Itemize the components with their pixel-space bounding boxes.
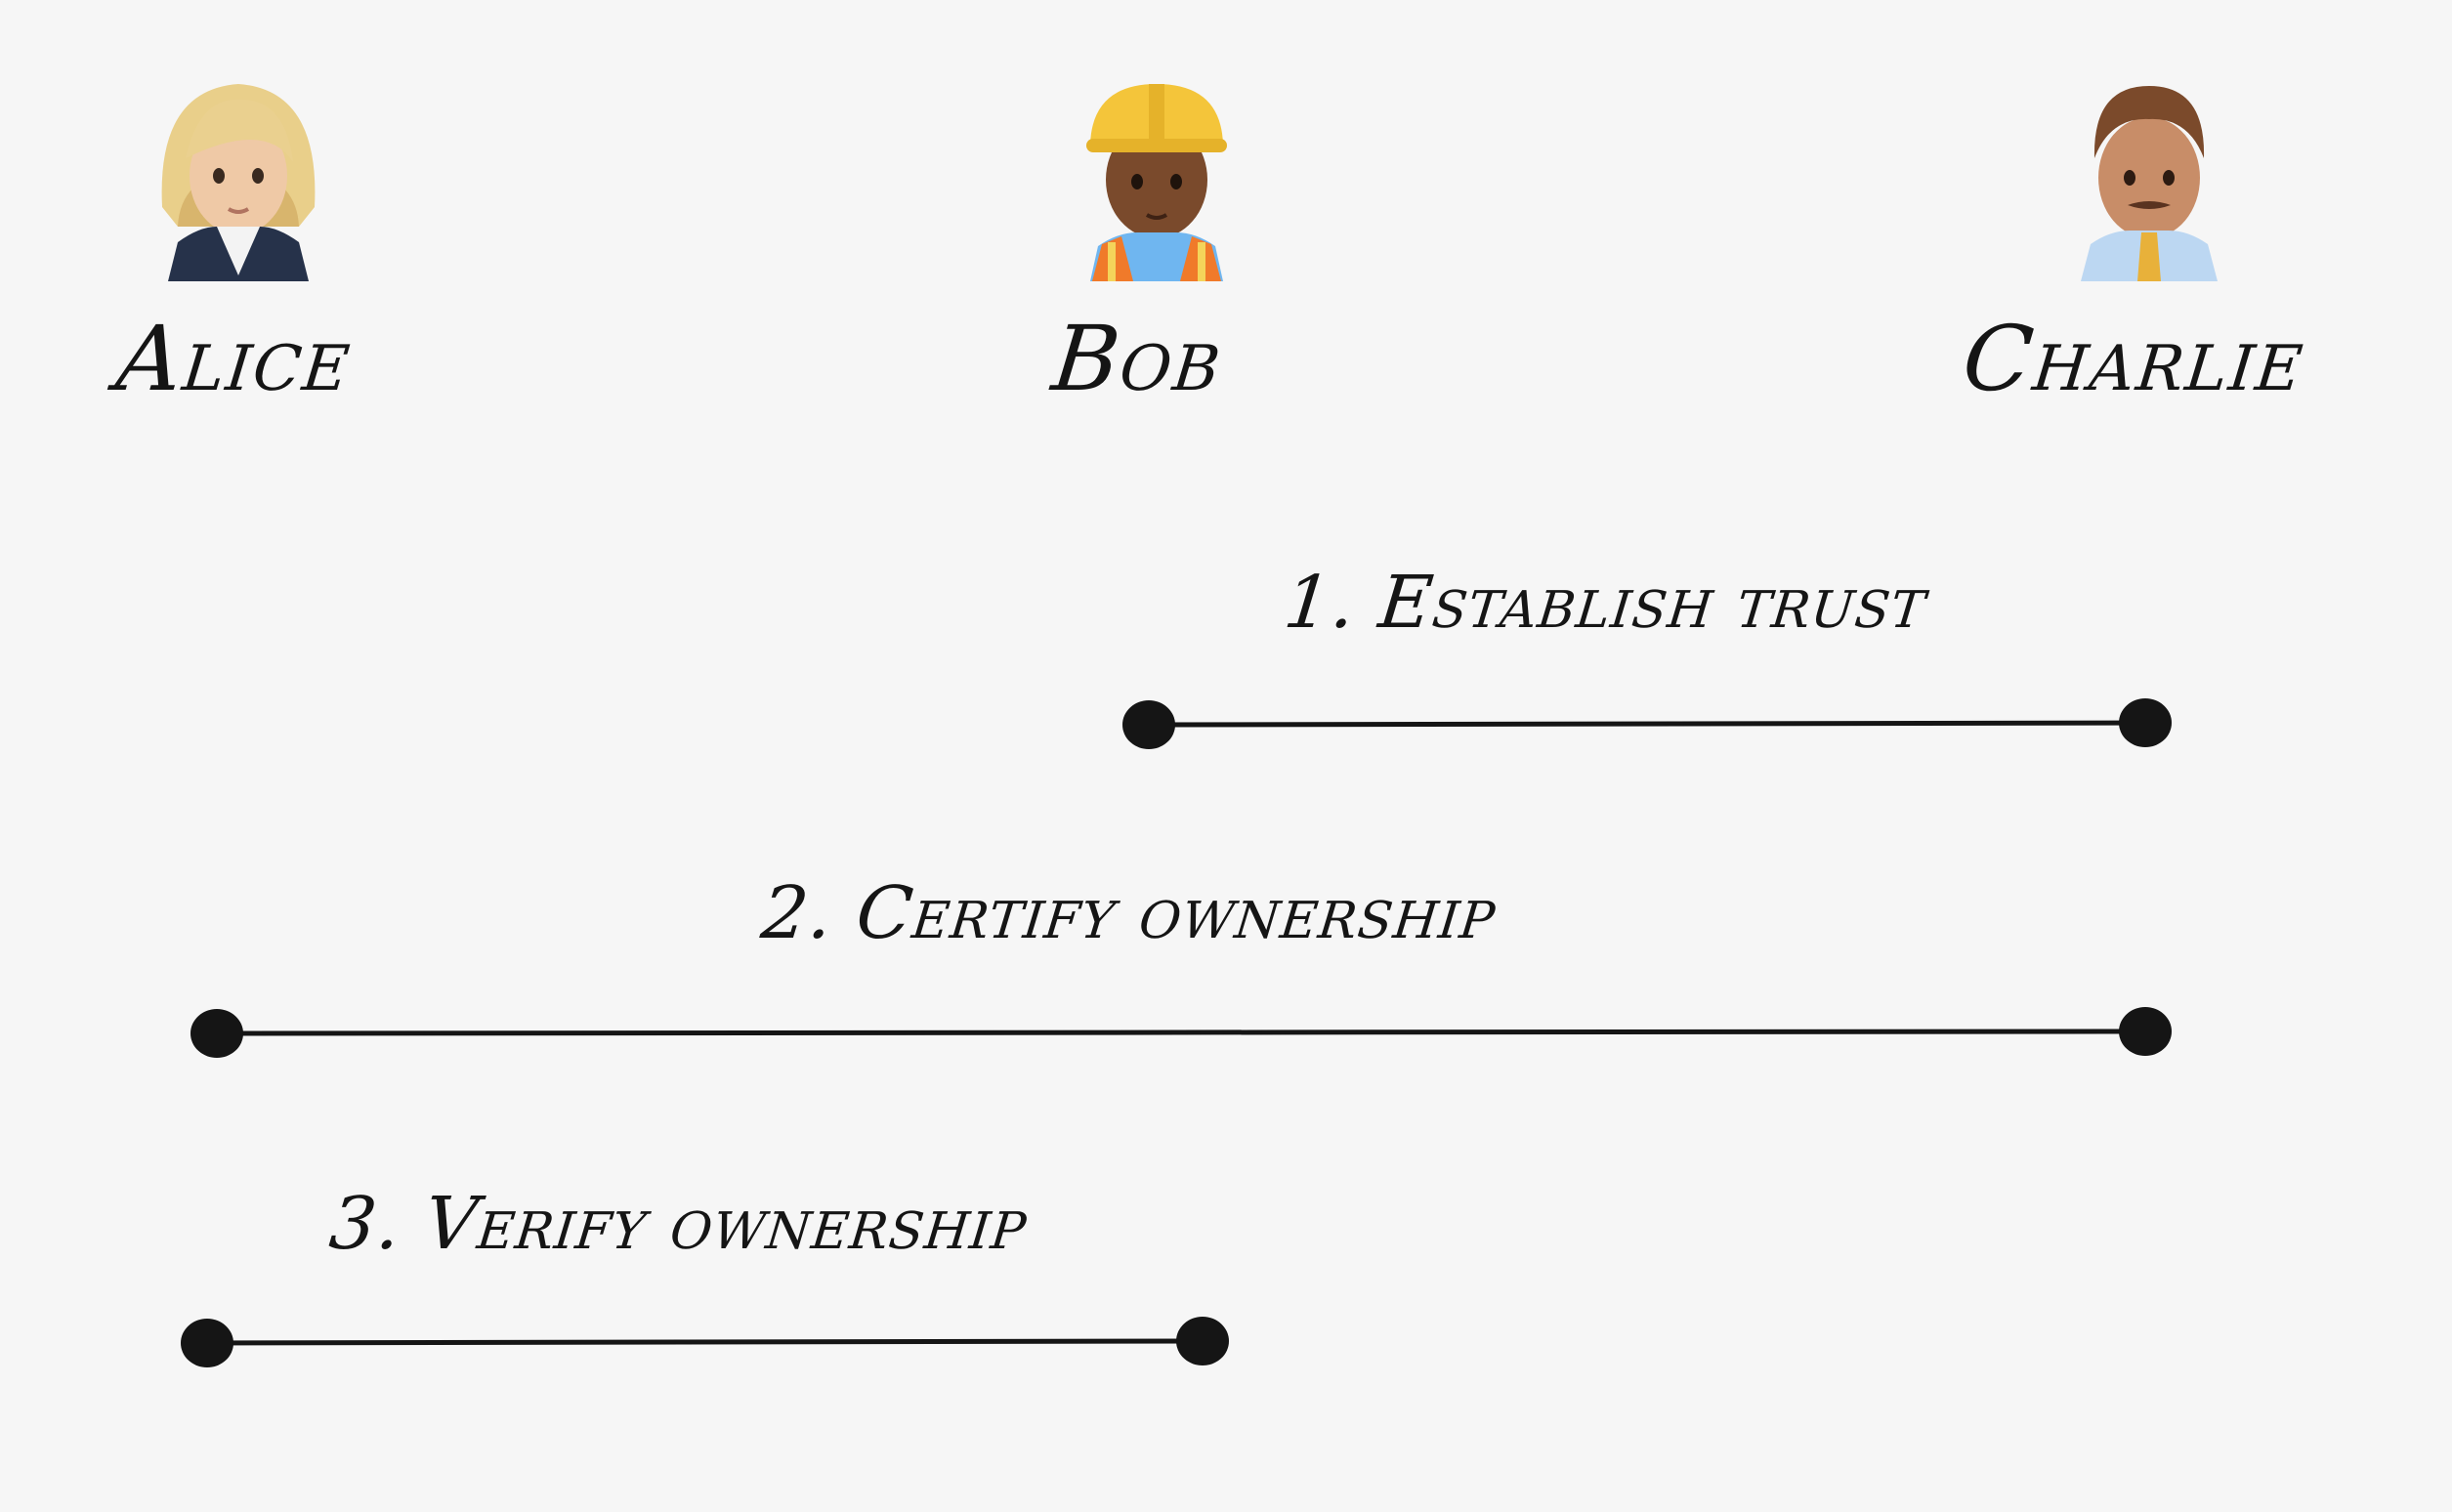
actor-name-alice: Alice — [111, 307, 358, 411]
step-label-verify-ownership: 3. Verify ownership — [325, 1182, 1032, 1266]
step-connector-line — [204, 1338, 1205, 1346]
step-start-dot — [1122, 700, 1175, 749]
step-end-dot — [1176, 1317, 1229, 1365]
woman-office-worker-icon — [161, 84, 316, 281]
actor-name-charlie: Charlie — [1958, 307, 2310, 411]
step-connector-line — [1146, 720, 2148, 728]
step-start-dot — [181, 1319, 233, 1367]
step-connector-line — [214, 1029, 2148, 1036]
step-end-dot — [2119, 1007, 2172, 1056]
step-label-establish-trust: 1. Establish trust — [1280, 561, 1931, 645]
construction-worker-icon — [1086, 84, 1227, 281]
step-end-dot — [2119, 698, 2172, 747]
man-office-worker-icon — [2081, 86, 2218, 281]
step-start-dot — [190, 1009, 243, 1058]
actor-name-bob: Bob — [1047, 307, 1228, 411]
step-label-certify-ownership: 2. Certify ownership — [757, 871, 1501, 955]
